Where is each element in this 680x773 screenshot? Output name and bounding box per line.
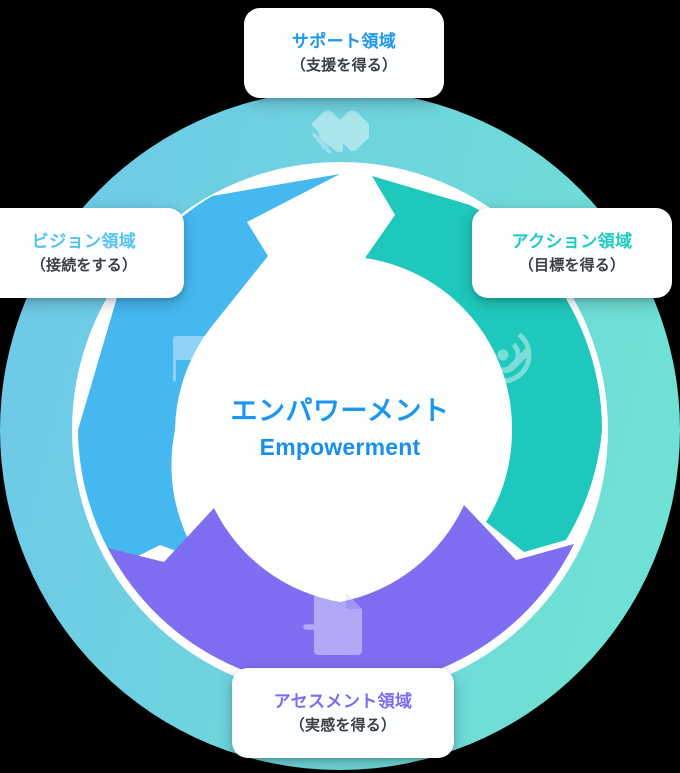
center-hub-disc: [212, 302, 468, 558]
label-card-vision-title: ビジョン領域: [31, 231, 137, 251]
label-card-support-title: サポート領域: [291, 31, 397, 51]
label-card-action-subtitle: （目標を得る）: [518, 256, 626, 274]
label-card-action-title: アクション領域: [511, 231, 633, 251]
label-card-vision-subtitle: （接続をする）: [30, 256, 138, 274]
flag-icon: [173, 336, 217, 382]
label-card-support-subtitle: （支援を得る）: [290, 56, 398, 74]
label-card-action[interactable]: アクション領域 （目標を得る）: [472, 208, 672, 298]
document-pulse-icon: [303, 593, 362, 655]
label-card-vision[interactable]: ビジョン領域 （接続をする）: [0, 208, 184, 298]
handshake-icon: [311, 110, 369, 154]
target-pen-icon: [474, 326, 532, 384]
label-card-assessment-title: アセスメント領域: [273, 691, 413, 711]
label-card-assessment-subtitle: （実感を得る）: [289, 716, 397, 734]
sector-assessment[interactable]: [108, 505, 574, 689]
label-card-assessment[interactable]: アセスメント領域 （実感を得る）: [232, 668, 454, 758]
label-card-support[interactable]: サポート領域 （支援を得る）: [244, 8, 444, 98]
